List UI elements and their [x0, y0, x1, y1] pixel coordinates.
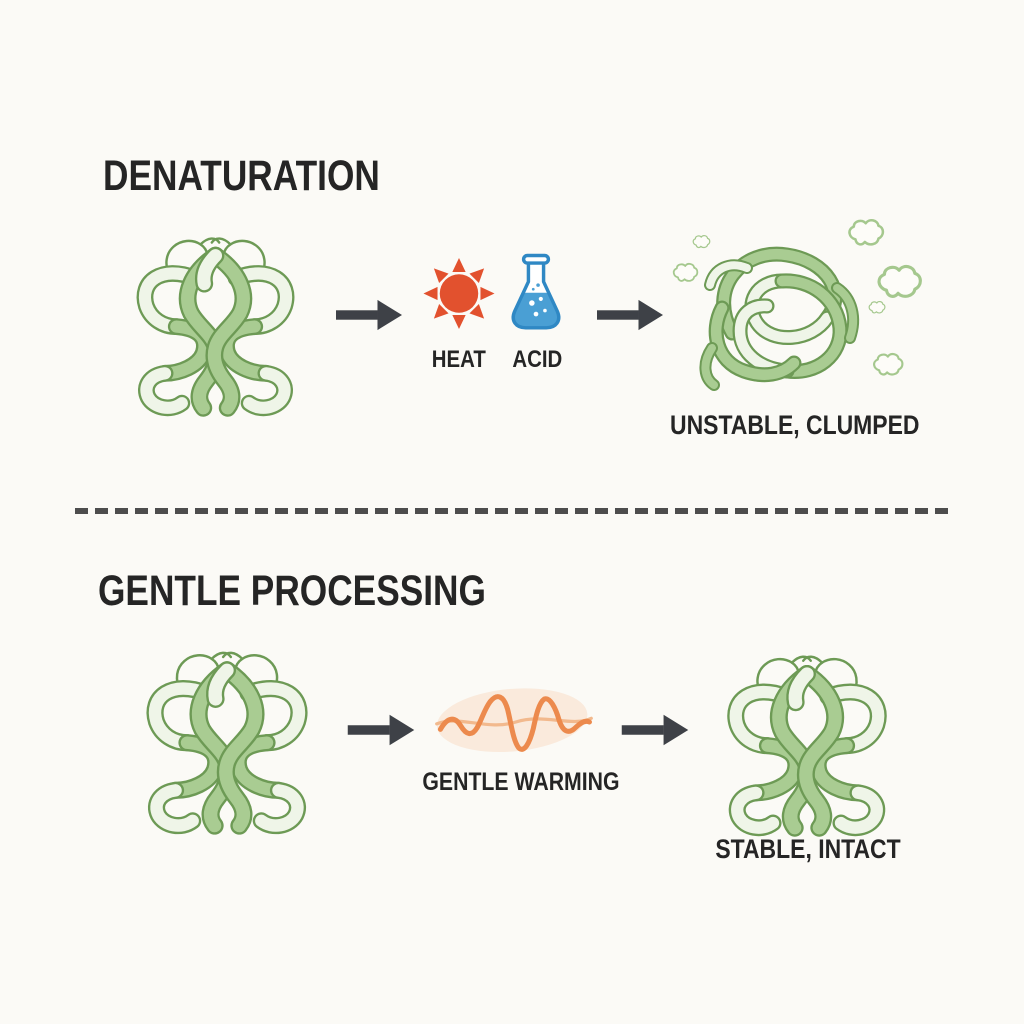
- unstable-clumped-label: UNSTABLE, CLUMPED: [670, 410, 920, 440]
- heat-label: HEAT: [431, 346, 487, 373]
- stable-protein-illustration: [698, 640, 916, 840]
- stable-intact-label: STABLE, INTACT: [715, 834, 901, 864]
- denaturation-section-title: DENATURATION: [103, 152, 380, 200]
- warm-wave-icon: [435, 688, 593, 753]
- acid-flask-icon: [511, 253, 561, 330]
- sun-heat-icon: [423, 257, 495, 329]
- folded-protein-illustration: [108, 222, 323, 420]
- section-divider: [75, 508, 955, 514]
- gentle-processing-section-title: GENTLE PROCESSING: [98, 567, 486, 615]
- clumped-protein-illustration: [652, 213, 952, 413]
- arrow-right-icon: [347, 714, 415, 746]
- gentle-warming-label: GENTLE WARMING: [422, 768, 620, 796]
- acid-label: ACID: [512, 346, 562, 373]
- folded-protein-illustration: [116, 636, 338, 838]
- arrow-right-icon: [336, 299, 402, 331]
- arrow-right-icon: [621, 714, 689, 746]
